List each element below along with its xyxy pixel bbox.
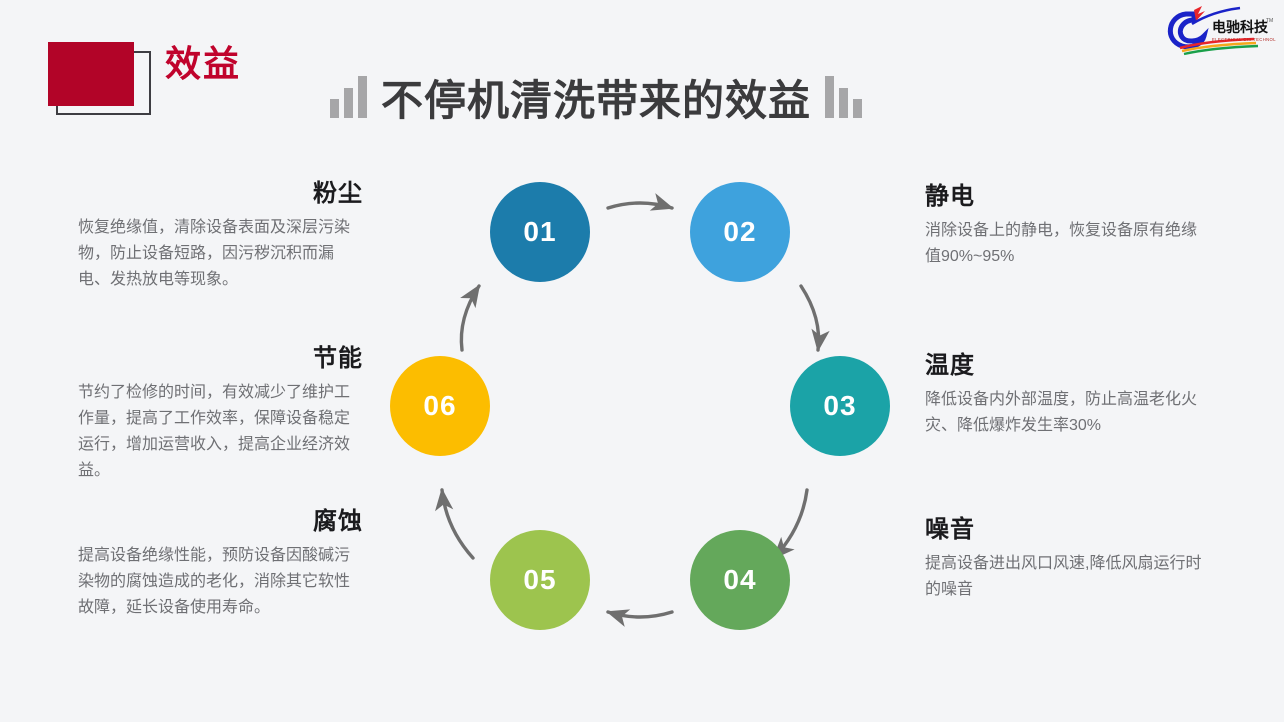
cycle-node-01[interactable]: 01 [490,182,590,282]
section-badge [48,42,152,116]
benefit-block-temperature: 温度 降低设备内外部温度，防止高温老化火灾、降低爆炸发生率30% [925,352,1210,439]
cycle-node-05-label: 05 [523,564,557,595]
svg-text:电驰科技: 电驰科技 [1212,19,1269,35]
section-label: 效益 [165,43,242,84]
cycle-node-06[interactable]: 06 [390,356,490,456]
company-logo: 电驰科技 ELECTRICAL CHI TECHNOLOGY TM [1158,4,1284,56]
benefit-block-energy: 节能 节约了检修的时间，有效减少了维护工作量，提高了工作效率，保障设备稳定运行，… [78,345,363,483]
badge-fill-rect [48,42,134,106]
benefit-block-static: 静电 消除设备上的静电，恢复设备原有绝缘值90%~95% [925,183,1210,270]
cycle-diagram: 01 02 03 04 05 06 [370,160,910,660]
benefit-body: 降低设备内外部温度，防止高温老化火灾、降低爆炸发生率30% [925,390,1198,434]
benefit-body: 提高设备绝缘性能，预防设备因酸碱污染物的腐蚀造成的老化，消除其它软性故障，延长设… [78,546,351,616]
benefit-heading: 节能 [313,345,363,372]
svg-text:ELECTRICAL CHI TECHNOLOGY: ELECTRICAL CHI TECHNOLOGY [1212,37,1276,42]
cycle-node-03[interactable]: 03 [790,356,890,456]
bar-chart-ascending-icon [330,72,367,124]
cycle-node-02-label: 02 [723,216,757,247]
benefit-body: 恢复绝缘值，清除设备表面及深层污染物，防止设备短路，因污秽沉积而漏电、发热放电等… [78,218,351,288]
cycle-node-06-label: 06 [423,390,457,421]
benefit-heading: 温度 [925,352,975,379]
cycle-node-04[interactable]: 04 [690,530,790,630]
cycle-node-02[interactable]: 02 [690,182,790,282]
bar-chart-descending-icon [825,72,863,124]
benefit-body: 提高设备进出风口风速,降低风扇运行时的噪音 [925,554,1202,598]
benefit-block-noise: 噪音 提高设备进出风口风速,降低风扇运行时的噪音 [925,516,1210,603]
benefit-body: 节约了检修的时间，有效减少了维护工作量，提高了工作效率，保障设备稳定运行，增加运… [78,383,351,479]
cycle-node-04-label: 04 [723,564,757,595]
benefit-block-dust: 粉尘 恢复绝缘值，清除设备表面及深层污染物，防止设备短路，因污秽沉积而漏电、发热… [78,180,363,293]
cycle-node-01-label: 01 [523,216,557,247]
cycle-node-03-label: 03 [823,390,857,421]
svg-text:TM: TM [1266,18,1273,24]
title-row: 不停机清洗带来的效益 [330,62,863,124]
benefit-heading: 腐蚀 [313,508,363,535]
benefit-heading: 粉尘 [313,180,363,207]
benefit-body: 消除设备上的静电，恢复设备原有绝缘值90%~95% [925,221,1198,265]
benefit-heading: 静电 [925,183,975,210]
page-title: 不停机清洗带来的效益 [381,77,812,124]
cycle-node-05[interactable]: 05 [490,530,590,630]
benefit-block-corrosion: 腐蚀 提高设备绝缘性能，预防设备因酸碱污染物的腐蚀造成的老化，消除其它软性故障，… [78,508,363,621]
benefit-heading: 噪音 [925,516,975,543]
